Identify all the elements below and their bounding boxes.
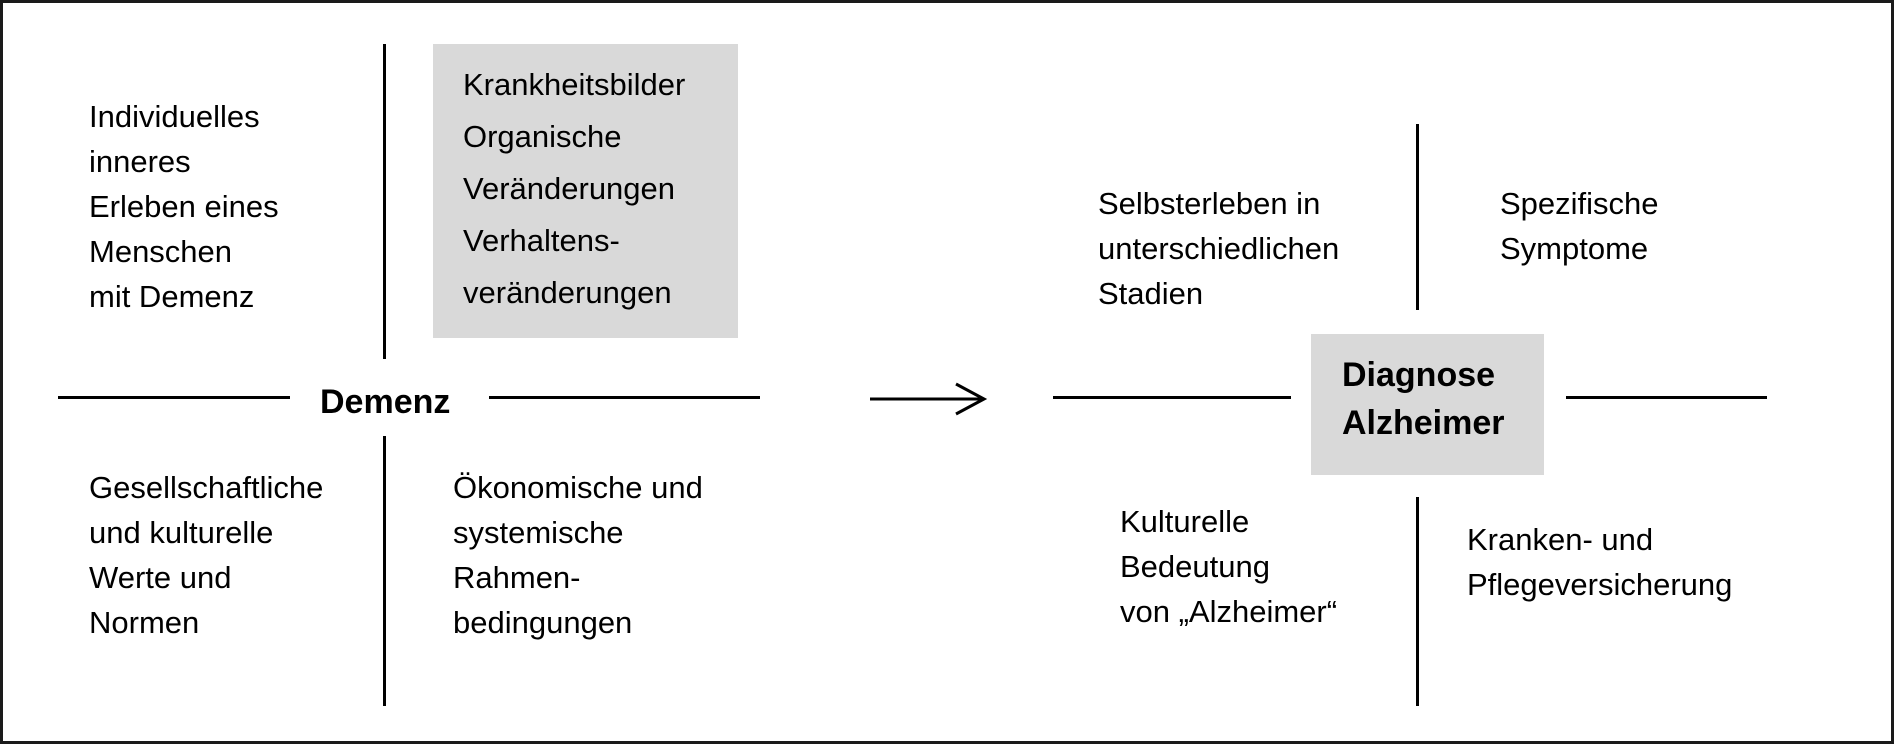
right-horizontal-line-left [1053,396,1291,399]
left-horizontal-line-right [489,396,760,399]
left-vertical-line-bottom [383,436,386,706]
right-arrow-icon [870,382,988,416]
left-center-label: Demenz [320,383,451,421]
right-center-label: Diagnose Alzheimer [1342,356,1505,442]
right-bottom-right-text: Kranken- und Pflegeversicherung [1467,522,1733,602]
right-bottom-left-text: Kulturelle Bedeutung von „Alzheimer“ [1120,504,1338,629]
left-top-left-text: Individuelles inneres Erleben eines Mens… [89,99,279,314]
right-vertical-line-bottom [1416,497,1419,706]
right-horizontal-line-right [1566,396,1767,399]
left-vertical-line-top [383,44,386,359]
right-top-left-text: Selbsterleben in unterschiedlichen Stadi… [1098,186,1340,311]
left-bottom-left-text: Gesellschaftliche und kulturelle Werte u… [89,470,324,640]
left-bottom-right-text: Ökonomische und systemische Rahmen- bedi… [453,470,703,640]
left-top-right-text: Krankheitsbilder Organische Veränderunge… [463,67,686,310]
right-highlight-box [1311,334,1544,475]
left-highlight-box [433,44,738,338]
right-vertical-line-top [1416,124,1419,310]
right-top-right-text: Spezifische Symptome [1500,186,1659,266]
left-horizontal-line-left [58,396,290,399]
